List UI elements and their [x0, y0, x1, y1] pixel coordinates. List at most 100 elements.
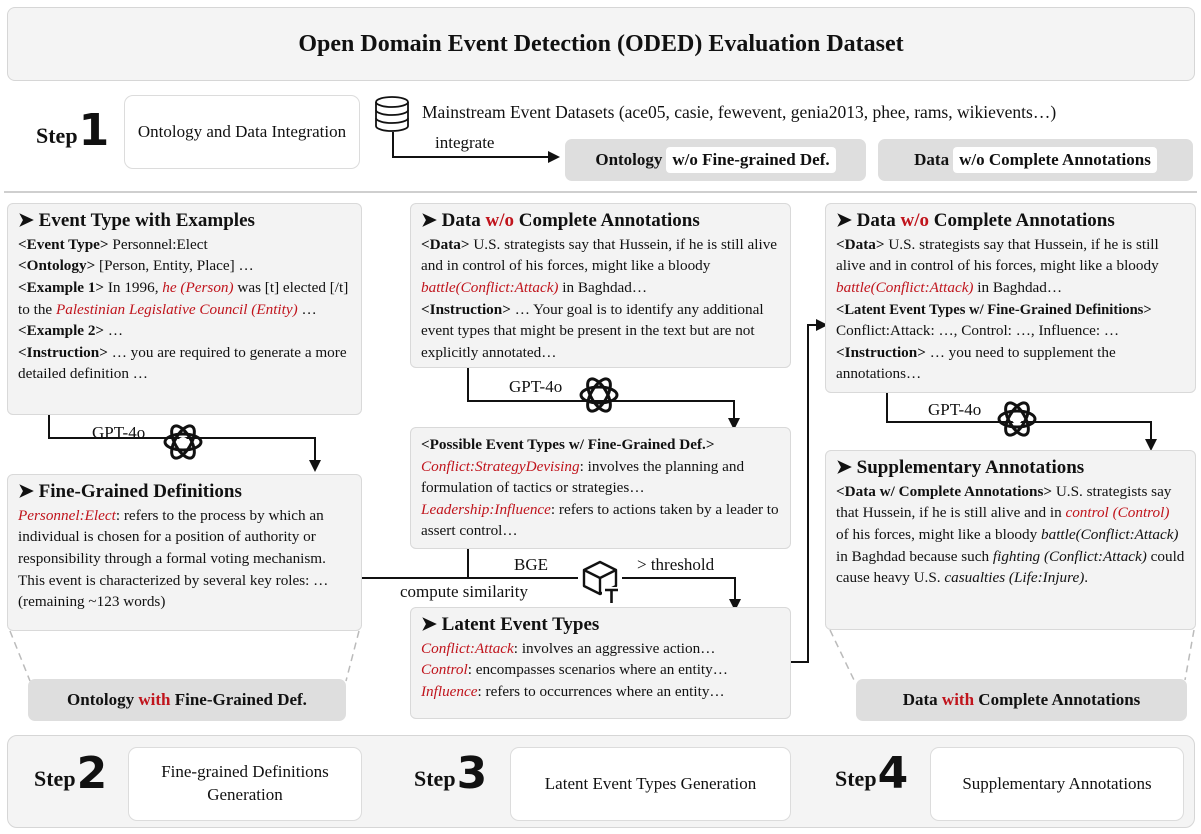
ontology-pill-a: Ontology — [595, 150, 663, 169]
latent-tag: <Latent Event Types w/ Fine-Grained Defi… — [836, 301, 1152, 318]
ontology-pill: Ontology w/o Fine-grained Def. — [565, 139, 866, 181]
possible-type-2: Leadership:Influence — [421, 500, 551, 518]
openai-icon — [163, 424, 203, 460]
step-number: 4 — [877, 748, 909, 799]
bge-label: BGE — [514, 555, 548, 574]
latent-head: ➤ Latent Event Types — [421, 614, 600, 635]
latent-value: Conflict:Attack: …, Control: …, Influenc… — [836, 322, 1120, 340]
step-1-box: Ontology and Data Integration — [124, 95, 360, 169]
possible-def-2: : refers to actions taken by a leader to… — [421, 500, 779, 540]
fine-grained-definitions-card: ➤ Fine-Grained Definitions Personnel:Ele… — [7, 474, 362, 631]
instruction-tag: <Instruction> — [836, 343, 926, 361]
data-a: U.S. strategists say that Hussein, if he… — [836, 235, 1159, 275]
ontology-value: [Person, Entity, Place] … — [95, 257, 254, 275]
definition-body: : refers to the process by which an indi… — [18, 506, 329, 611]
divider-top — [4, 191, 1197, 193]
example-1-c: was [t] elected [/t] to the — [18, 278, 349, 318]
sup-g: could cause heavy U.S. — [836, 547, 1185, 587]
instruction-tag: <Instruction> — [421, 300, 511, 318]
instruction-value: … Your goal is to identify any additiona… — [421, 300, 764, 361]
data-tag: <Data> — [421, 235, 470, 253]
arrow-head — [1145, 439, 1157, 451]
data-c: in Baghdad… — [558, 278, 648, 296]
gpt-label-2: GPT-4o — [509, 377, 563, 396]
pill-a: Ontology — [67, 690, 139, 709]
latent-def-1: : involves an aggressive action… — [513, 639, 716, 657]
event-type-tag: <Event Type> — [18, 235, 109, 253]
ontology-pill-b: w/o Fine-grained Def. — [666, 147, 836, 173]
step-number: 2 — [76, 748, 108, 799]
ontology-tag: <Ontology> — [18, 257, 96, 275]
arrow-head — [309, 460, 321, 472]
head-a: ➤ Data — [421, 210, 486, 231]
pill-with: with — [138, 690, 171, 709]
latent-def-3: : refers to occurrences where an entity… — [477, 682, 725, 700]
sup-battle: battle(Conflict:Attack) — [1041, 525, 1179, 543]
step-2-box: Fine-grained Definitions Generation — [128, 747, 362, 821]
instruction-value: … you need to supplement the annotations… — [836, 343, 1116, 383]
pill-c: Fine-Grained Def. — [170, 690, 307, 709]
dashed-fan-1 — [9, 630, 360, 682]
example-2-value: … — [104, 322, 124, 340]
data-pill: Data w/o Complete Annotations — [878, 139, 1193, 181]
example-1-e: … — [297, 300, 317, 318]
dashed-fan-3 — [829, 629, 1195, 681]
example-1-person: he (Person) — [162, 278, 234, 296]
latent-type-1: Conflict:Attack — [421, 639, 514, 657]
head-c: Complete Annotations — [928, 210, 1115, 231]
sup-a: U.S. strategists say that Hussein, if he… — [836, 482, 1172, 522]
data-a: U.S. strategists say that Hussein, if he… — [421, 235, 778, 275]
head-wo: w/o — [485, 210, 514, 231]
head-wo: w/o — [900, 210, 929, 231]
data-wo-annotations-card-2: ➤ Data w/o Complete Annotations <Data> U… — [410, 203, 791, 368]
pill-a: Data — [902, 690, 942, 709]
data-pill-b: w/o Complete Annotations — [953, 147, 1157, 173]
data-trigger: battle(Conflict:Attack) — [836, 278, 974, 296]
supplementary-annotations-card: ➤ Supplementary Annotations <Data w/ Com… — [825, 450, 1196, 630]
openai-icon — [579, 377, 619, 413]
event-type-value: Personnel:Elect — [108, 235, 208, 253]
step-4-text: Supplementary Annotations — [962, 773, 1152, 793]
step-word: Step — [835, 766, 877, 792]
example-1-tag: <Example 1> — [18, 278, 105, 296]
data-wo-annotations-card-3: ➤ Data w/o Complete Annotations <Data> U… — [825, 203, 1196, 393]
instruction-tag: <Instruction> — [18, 343, 108, 361]
latent-type-2: Control — [421, 661, 468, 679]
possible-type-1: Conflict:StrategyDevising — [421, 457, 580, 475]
supplementary-head: ➤ Supplementary Annotations — [836, 457, 1085, 478]
data-pill-a: Data — [914, 150, 950, 169]
instruction-value: … you are required to generate a more de… — [18, 343, 347, 383]
data-with-annotations-pill: Data with Complete Annotations — [856, 679, 1187, 721]
pill-c: Complete Annotations — [974, 690, 1141, 709]
sup-e: in Baghdad because such — [836, 547, 993, 565]
arrow-head — [548, 151, 560, 163]
step-number: 3 — [456, 748, 488, 799]
example-1-a: In 1996, — [104, 278, 163, 296]
pill-with: with — [941, 690, 975, 709]
data-tag: <Data> — [836, 235, 885, 253]
compute-similarity-label: compute similarity — [400, 582, 528, 601]
openai-icon — [997, 401, 1037, 437]
sup-fighting: fighting (Conflict:Attack) — [992, 547, 1147, 565]
sup-i: . — [1084, 569, 1089, 587]
step-word: Step — [34, 766, 76, 792]
possible-head: <Possible Event Types w/ Fine-Grained De… — [421, 436, 715, 453]
database-icon — [375, 96, 409, 132]
possible-event-types-card: <Possible Event Types w/ Fine-Grained De… — [410, 427, 791, 549]
data-c: in Baghdad… — [973, 278, 1063, 296]
bge-model-icon — [578, 559, 622, 605]
sup-c: of his forces, might like a bloody — [836, 525, 1041, 543]
gpt-label-3: GPT-4o — [928, 400, 982, 419]
step-1-text: Ontology and Data Integration — [137, 121, 347, 141]
page-title: Open Domain Event Detection (ODED) Evalu… — [7, 7, 1195, 81]
data-trigger: battle(Conflict:Attack) — [421, 278, 559, 296]
step-number: 1 — [78, 105, 110, 156]
sup-casualties: casualties (Life:Injure) — [944, 569, 1085, 587]
arrow-head — [729, 599, 741, 611]
latent-def-2: : encompasses scenarios where an entity… — [467, 661, 728, 679]
ontology-with-def-pill: Ontology with Fine-Grained Def. — [28, 679, 346, 721]
